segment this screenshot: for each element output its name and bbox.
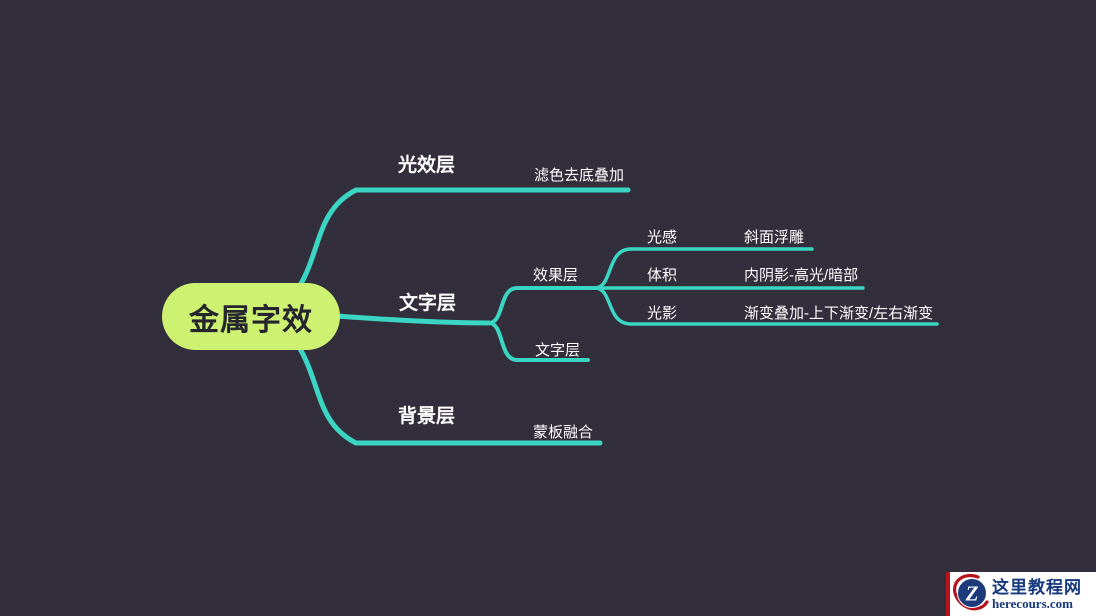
branch-background-layer-label[interactable]: 背景层: [398, 406, 456, 427]
root-node[interactable]: 金属字效: [162, 283, 340, 350]
branch-line-background-layer: [290, 335, 603, 446]
line-to-effect-layer: [487, 286, 597, 325]
node-light-sense-label[interactable]: 光感: [647, 229, 678, 246]
logo-letter: Z: [965, 582, 979, 606]
leaf-gradient-overlay-label[interactable]: 渐变叠加-上下渐变/左右渐变: [744, 305, 934, 322]
site-logo-icon: Z: [953, 574, 989, 611]
branch-light-effect-layer-label[interactable]: 光效层: [398, 155, 456, 176]
branch-line-light-effect-layer: [290, 187, 631, 299]
line-to-text-sublayer: [487, 321, 590, 362]
node-effect-layer-label[interactable]: 效果层: [533, 267, 579, 284]
node-text-sublayer-label[interactable]: 文字层: [535, 342, 581, 359]
site-name: 这里教程网: [992, 578, 1082, 598]
site-domain: herecours.com: [992, 596, 1073, 612]
leaf-bevel-emboss-label[interactable]: 斜面浮雕: [744, 229, 805, 246]
root-node-label: 金属字效: [189, 303, 313, 337]
leaf-mask-blend-label[interactable]: 蒙板融合: [533, 424, 594, 441]
watermark: Z 这里教程网 herecours.com: [946, 572, 1096, 616]
watermark-text: 这里教程网 herecours.com: [992, 577, 1082, 610]
node-light-shadow-label[interactable]: 光影: [647, 305, 678, 322]
line-to-light-shadow: [593, 286, 939, 326]
node-volume-label[interactable]: 体积: [647, 267, 678, 284]
branch-text-layer-label[interactable]: 文字层: [399, 293, 457, 314]
leaf-inner-shadow-label[interactable]: 内阴影-高光/暗部: [744, 267, 859, 284]
branch-line-text-layer: [334, 313, 492, 326]
leaf-filter-blend-label[interactable]: 滤色去底叠加: [534, 167, 625, 184]
